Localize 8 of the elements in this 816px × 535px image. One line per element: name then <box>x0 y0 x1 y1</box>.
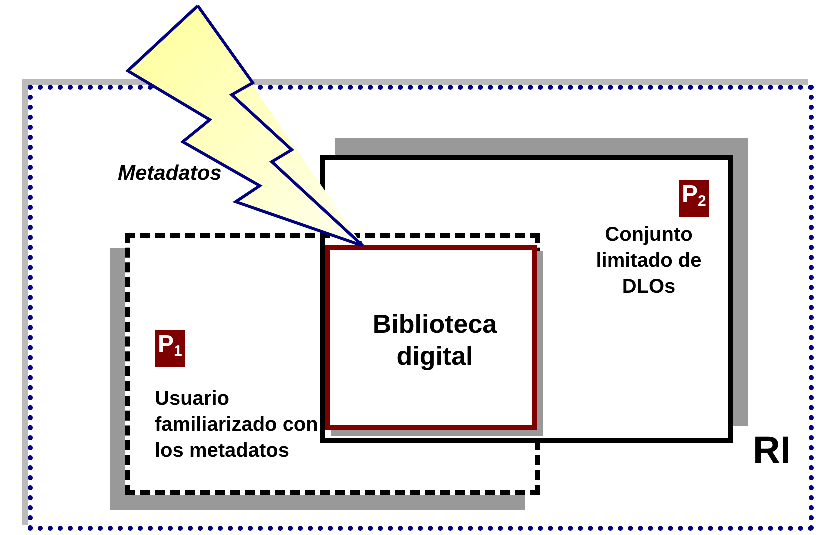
edge-label: Metadatos <box>118 162 222 186</box>
set-description: Conjunto limitado de DLOs <box>595 223 703 300</box>
set-description: Usuario familiarizado con los metadatos <box>155 387 320 464</box>
library-label: Biblioteca digital <box>372 308 498 372</box>
set-tag: P$_{1}$ <box>155 330 186 367</box>
lightning-arrow <box>126 4 364 248</box>
set-tag: P$_{2}$ <box>679 180 710 217</box>
region-label: RI <box>753 430 791 473</box>
